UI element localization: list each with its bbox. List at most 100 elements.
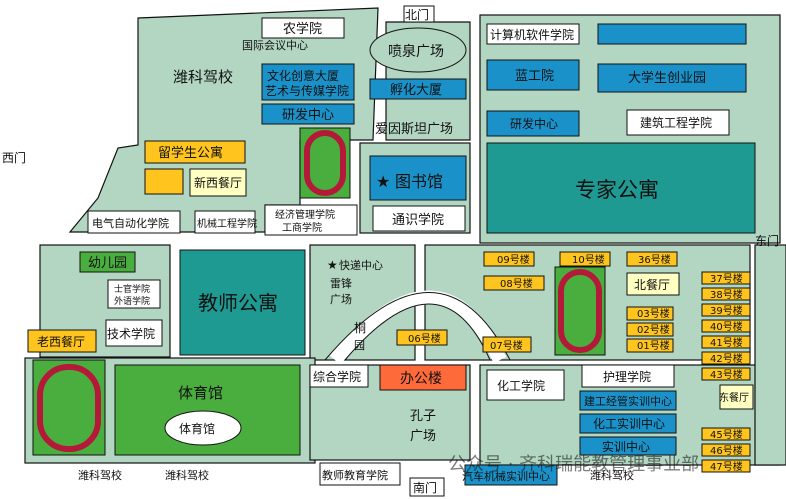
- gym-inner-oval: [164, 410, 242, 446]
- blue-buildings: 文化创意大厦 艺术与传媒学院 研发中心 孵化大厦 蓝工院 大学生创业园 研发中心…: [261, 23, 747, 486]
- dorm-10[interactable]: [559, 251, 611, 267]
- dorm-06-label: 06号楼: [408, 332, 441, 345]
- kindergarten-label: 幼儿园: [88, 256, 127, 271]
- dorm-01[interactable]: [626, 338, 674, 353]
- kindergarten[interactable]: [79, 251, 136, 273]
- teacher-edu-building[interactable]: [319, 462, 401, 486]
- north-canteen-label: 北餐厅: [634, 277, 670, 292]
- dorm-43-label: 43号楼: [710, 368, 743, 381]
- dorm-40-label: 40号楼: [710, 320, 743, 333]
- auto-training[interactable]: [464, 464, 558, 486]
- teacher-apartment[interactable]: [179, 249, 306, 356]
- cs-right-bar[interactable]: [597, 23, 747, 45]
- north-gate-label: 北门: [405, 7, 429, 22]
- dorm-47[interactable]: [701, 459, 751, 473]
- chemical-building[interactable]: [486, 369, 565, 401]
- dorm-47-label: 47号楼: [710, 460, 743, 473]
- startup-park[interactable]: [597, 63, 747, 93]
- nursing-label: 护理学院: [603, 369, 651, 384]
- west-canteen[interactable]: [189, 168, 247, 197]
- library[interactable]: [369, 155, 467, 201]
- electrical-building[interactable]: [87, 210, 181, 234]
- dorm-45[interactable]: [701, 427, 751, 441]
- chem-training[interactable]: [579, 413, 677, 434]
- dorm-40[interactable]: [701, 319, 751, 333]
- intl-apartment[interactable]: [144, 140, 246, 164]
- cs-building[interactable]: [486, 23, 580, 45]
- tong-label-1: 桐: [354, 321, 366, 335]
- startup-park-label: 大学生创业园: [628, 70, 706, 86]
- agri-label: 农学院: [283, 21, 322, 37]
- teal-buildings: 专家公寓 教师公寓: [179, 142, 756, 356]
- weike-bottom-mid-label: 潍科驾校: [165, 468, 209, 482]
- const-training-label: 建工经管实训中心: [584, 394, 672, 408]
- dorm-02[interactable]: [626, 322, 674, 337]
- nursing-building[interactable]: [581, 364, 675, 388]
- chemical-label: 化工学院: [497, 378, 545, 393]
- dorm-06[interactable]: [396, 329, 448, 346]
- dorm-08[interactable]: [483, 275, 545, 291]
- south-gate[interactable]: [409, 477, 445, 497]
- dorm-buildings: 09号楼 10号楼 36号楼 08号楼 06号楼 07号楼 03号楼 02号楼 …: [396, 251, 751, 473]
- expert-apartment[interactable]: [486, 142, 756, 234]
- comprehensive-building[interactable]: [309, 364, 369, 388]
- west-canteen-label: 新西餐厅: [194, 175, 242, 190]
- intl-apartment-label: 留学生公寓: [158, 145, 223, 161]
- north-canteen[interactable]: [626, 272, 680, 296]
- express-label: 快递中心: [339, 258, 383, 272]
- incubator-label: 孵化大厦: [390, 83, 442, 98]
- lan-gong[interactable]: [486, 59, 580, 91]
- rd-center-2-label: 研发中心: [510, 116, 558, 131]
- teacher-apartment-label: 教师公寓: [198, 291, 278, 315]
- fountain-plaza: [369, 27, 467, 73]
- dorm-03[interactable]: [626, 306, 674, 321]
- rd-center-1[interactable]: [261, 103, 355, 125]
- arch-road: [329, 290, 507, 365]
- training-center[interactable]: [579, 436, 677, 456]
- dorm-07-label: 07号楼: [490, 339, 523, 352]
- architecture-building[interactable]: [626, 109, 730, 136]
- dorm-43[interactable]: [701, 367, 751, 381]
- dorm-41[interactable]: [701, 335, 751, 349]
- north-gate[interactable]: [403, 5, 435, 23]
- dorm-36[interactable]: [626, 251, 678, 267]
- office-label: 办公楼: [400, 371, 442, 387]
- training-center-label: 实训中心: [602, 439, 650, 454]
- dorm-37[interactable]: [701, 271, 751, 285]
- general-ed-building[interactable]: [372, 205, 466, 232]
- express-star: ★: [327, 258, 338, 272]
- incubator[interactable]: [369, 78, 467, 100]
- econ-label-1: 经济管理学院: [275, 208, 335, 221]
- old-west-canteen[interactable]: [27, 329, 97, 353]
- rd-center-2[interactable]: [486, 110, 580, 137]
- dorm-42[interactable]: [701, 351, 751, 365]
- agri-building[interactable]: [261, 17, 345, 39]
- scholar-building[interactable]: [107, 279, 161, 309]
- mechanical-building[interactable]: [194, 210, 256, 234]
- south-gate-label: 南门: [413, 480, 437, 495]
- weike-bottom-left-label: 潍科驾校: [78, 468, 122, 482]
- econ-label-2: 工商学院: [282, 221, 322, 234]
- dorm-39[interactable]: [701, 303, 751, 317]
- white-buildings: 农学院 国际会议中心 计算机软件学院 建筑工程学院 电气自动化学院 机械工程学院…: [87, 17, 730, 486]
- dorm-03-label: 03号楼: [637, 307, 670, 320]
- dorm-09-label: 09号楼: [497, 253, 530, 266]
- dorm-42-label: 42号楼: [710, 352, 743, 365]
- east-canteen[interactable]: [719, 384, 754, 410]
- dorm-46[interactable]: [701, 443, 751, 457]
- arch-road-edge-inner: [344, 303, 491, 361]
- dorm-09[interactable]: [483, 251, 535, 267]
- office-building[interactable]: [379, 364, 467, 391]
- tech-building[interactable]: [105, 319, 163, 347]
- dorm-38[interactable]: [701, 287, 751, 301]
- culture-building[interactable]: [261, 63, 355, 101]
- dorm-07[interactable]: [482, 336, 532, 353]
- econ-building[interactable]: [264, 204, 358, 236]
- teacher-edu-label: 教师教育学院: [322, 468, 388, 482]
- leifeng-label-2: 广场: [330, 292, 352, 306]
- pale-buildings: 新西餐厅 北餐厅 东餐厅: [189, 168, 754, 410]
- auto-training-label: 汽车机械实训中心: [462, 469, 550, 483]
- const-training[interactable]: [579, 390, 677, 411]
- dorm-10-label: 10号楼: [572, 253, 605, 266]
